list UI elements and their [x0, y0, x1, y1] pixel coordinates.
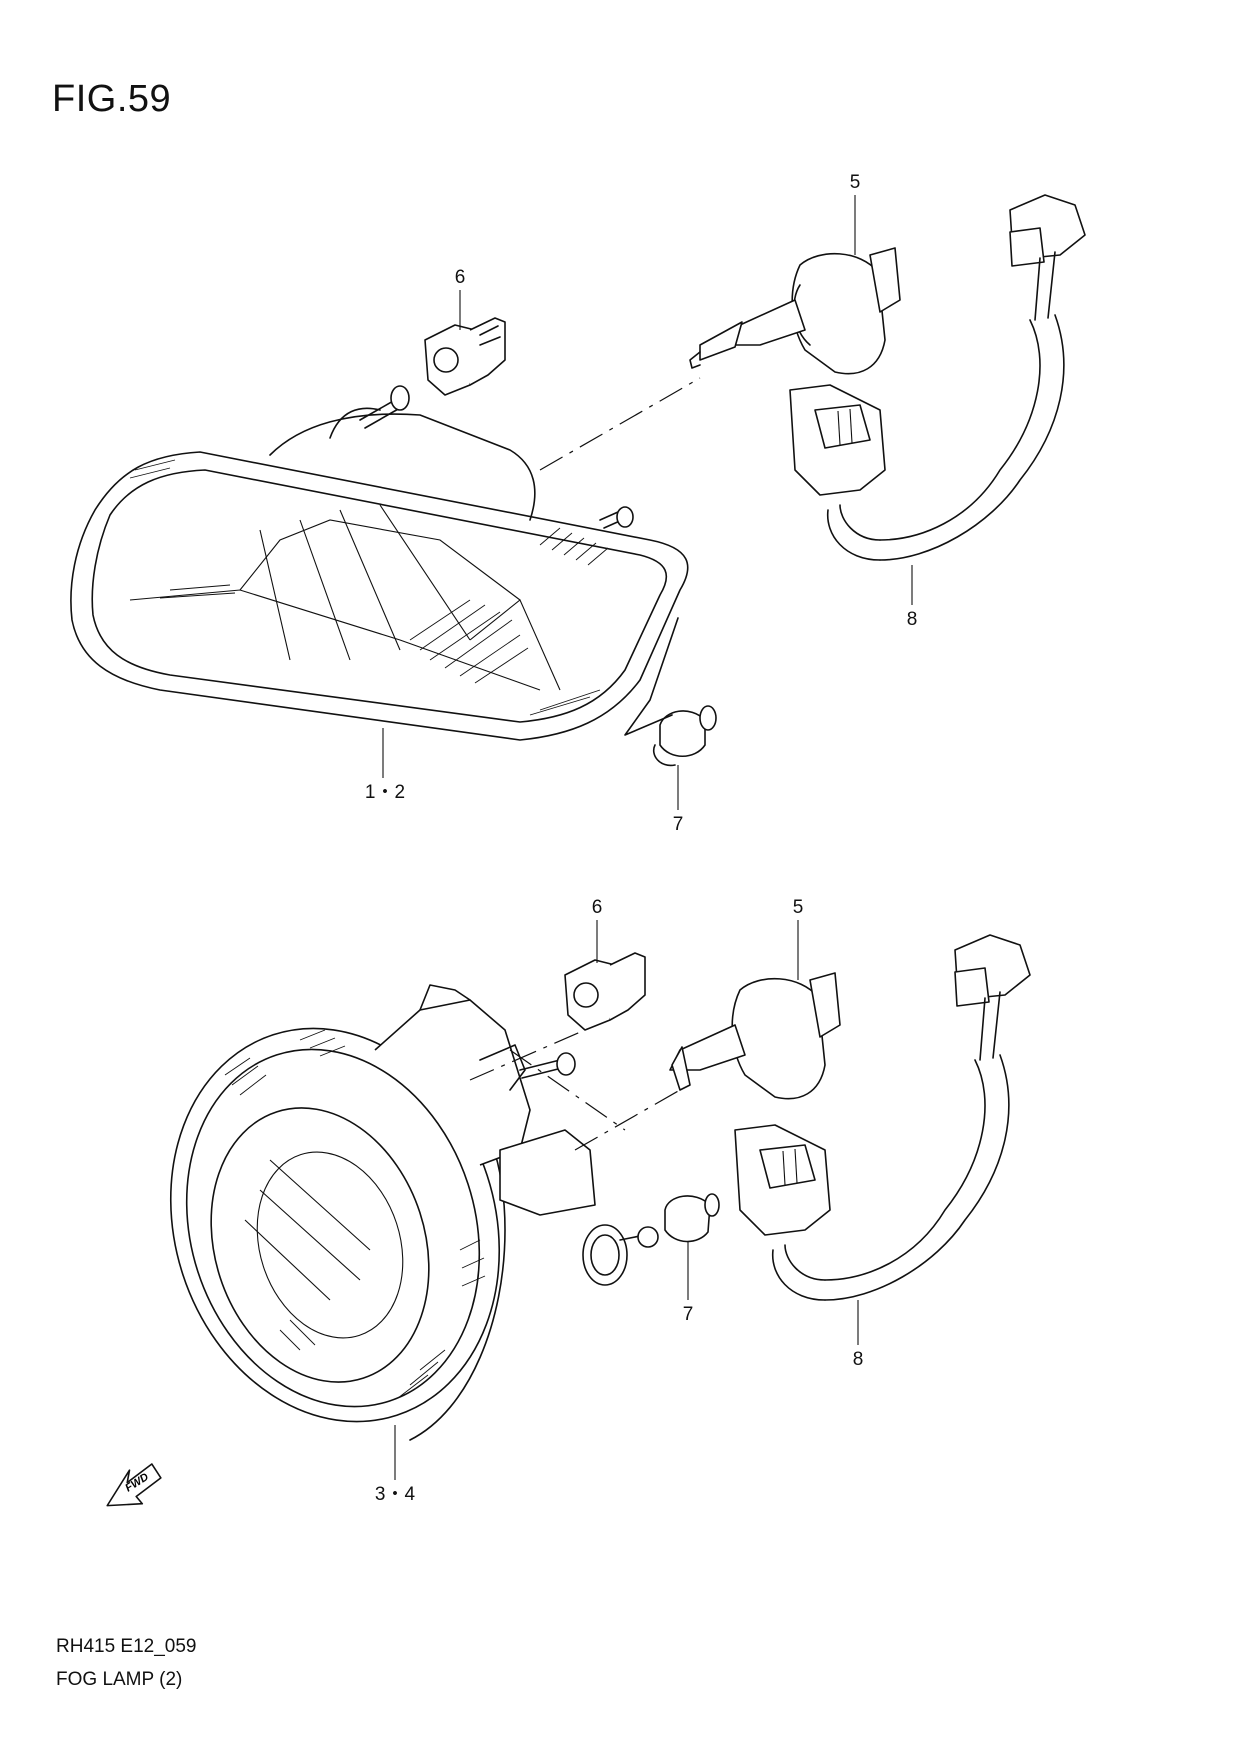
callout-upper-1-2: 1・2	[365, 782, 405, 803]
callout-upper-7: 7	[673, 814, 684, 835]
callout-lower-8: 8	[853, 1349, 864, 1370]
callout-upper-5: 5	[850, 172, 861, 193]
figure-title: FIG.59	[52, 78, 172, 120]
callout-lower-5: 5	[793, 897, 804, 918]
callout-lower-3-4: 3・4	[375, 1484, 416, 1505]
lower-retainer-ring	[582, 1224, 659, 1286]
lower-foglamp-assembly	[169, 984, 596, 1480]
upper-headlamp-assembly	[70, 385, 689, 778]
callout-upper-8: 8	[907, 609, 918, 630]
figure-code: RH415 E12_059	[56, 1636, 197, 1657]
upper-bulb	[689, 195, 901, 375]
callout-upper-6: 6	[455, 267, 466, 288]
lower-harness	[734, 934, 1031, 1345]
upper-small-bulb	[624, 617, 717, 810]
callout-lower-6: 6	[592, 897, 603, 918]
lower-small-bulb	[664, 1193, 720, 1300]
figure-name: FOG LAMP (2)	[56, 1669, 183, 1690]
callout-lower-7: 7	[683, 1304, 694, 1325]
upper-bulb-socket	[424, 290, 506, 396]
lower-bulb	[669, 920, 841, 1100]
upper-harness	[789, 194, 1086, 605]
fwd-arrow-icon: FWD	[106, 1463, 162, 1507]
lower-bulb-socket	[564, 920, 646, 1031]
